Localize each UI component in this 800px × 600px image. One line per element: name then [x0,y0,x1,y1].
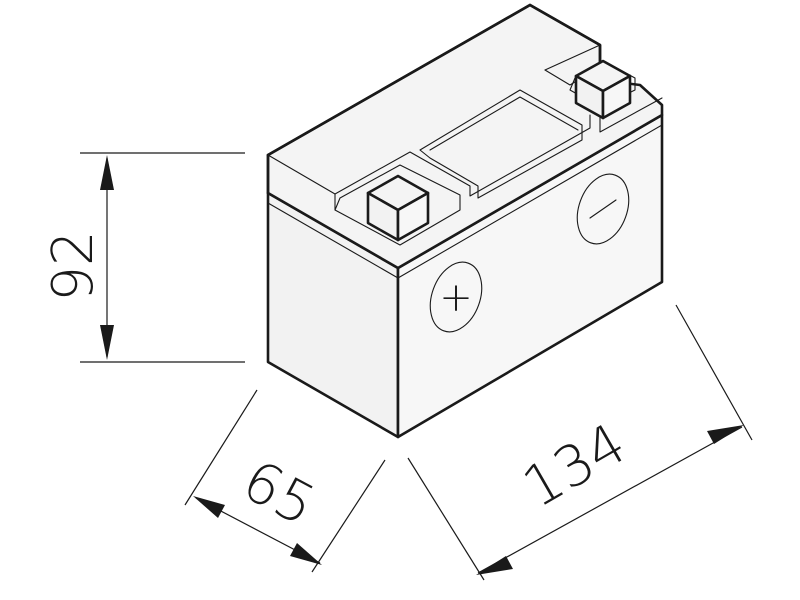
right-terminal-post [574,59,632,120]
lid-recess-inner [429,96,579,151]
lid-band-left [267,202,399,279]
height-value: 92 [41,230,106,301]
positive-sign: + [439,275,473,321]
length-value: 134 [512,411,637,521]
negative-sign [589,199,617,219]
depth-value: 65 [232,448,325,539]
positive-terminal-symbol: + [429,261,483,333]
left-terminal-post [366,174,430,242]
height-dimension: 92 [41,152,245,363]
top-back-edge [266,3,602,157]
lid-band-right [397,124,663,279]
lid-step-mid [334,114,591,197]
negative-terminal-symbol [576,173,630,245]
battery: + [266,3,664,439]
lid-step-right [544,44,601,71]
lid-recess [419,89,583,199]
depth-dimension: 65 [184,389,386,573]
left-terminal-pocket [334,164,461,246]
